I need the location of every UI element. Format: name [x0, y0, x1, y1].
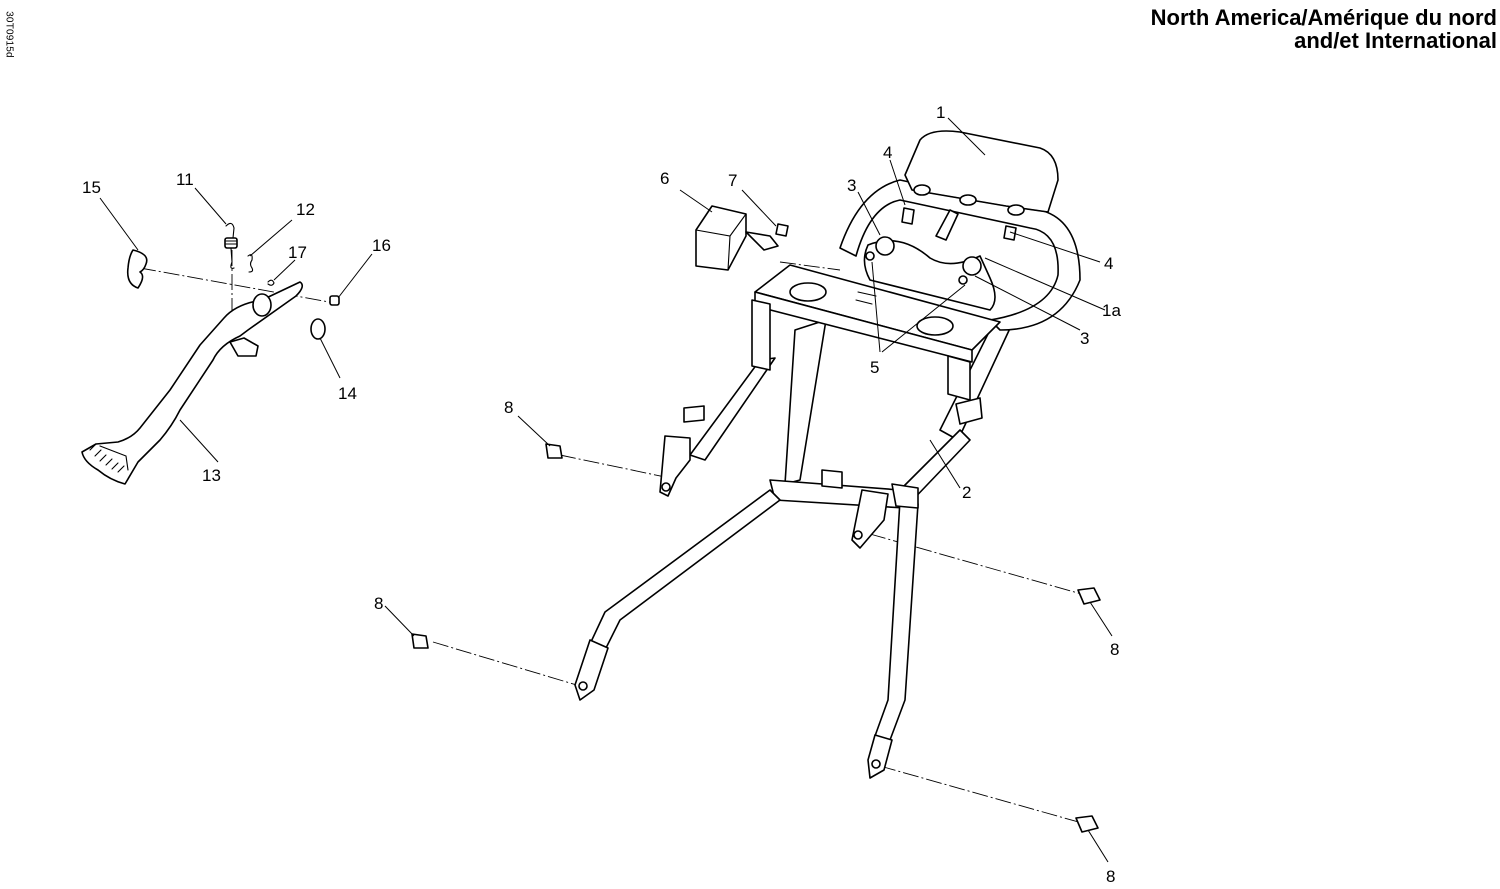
connector-axis [779, 261, 841, 271]
bolt-part-a [545, 443, 563, 459]
bolt-part-c [1077, 587, 1101, 605]
cluster-mount-stud-center [959, 194, 977, 206]
assembly-axis-line [139, 267, 336, 304]
bracket-grommet-right [962, 256, 982, 276]
small-spring-part [247, 254, 254, 273]
mounting-plate-left-leg [751, 299, 771, 371]
callout-11: 11 [176, 170, 194, 189]
callout-1: 1 [936, 103, 945, 122]
bolt-axis-b [432, 641, 581, 687]
cluster-connector-1a [935, 209, 959, 241]
cluster-mount-stud-left [913, 184, 931, 196]
left-mount-tab [659, 435, 691, 497]
region-title-line-1: North America/Amérique du nord [1150, 5, 1497, 30]
frame-tube-center-left [784, 319, 827, 485]
bolt-part-d [1075, 815, 1099, 833]
cotter-clip-part [267, 279, 275, 286]
cluster-lower-edge [911, 189, 1049, 213]
relay-edges [695, 213, 747, 271]
callout-1a: 1a [1102, 301, 1121, 320]
leader-lines [99, 117, 1113, 863]
cluster-screw-4-right [1003, 225, 1017, 241]
instrument-cluster-part [904, 130, 1059, 213]
right-bracket-block [891, 483, 919, 509]
callout-12: 12 [296, 200, 315, 219]
callout-14: 14 [338, 384, 357, 403]
spring-coils [225, 240, 238, 245]
bolt-part-b [411, 633, 429, 649]
rear-frame-assembly [411, 130, 1101, 833]
region-title: North America/Amérique du nord and/et In… [1151, 6, 1497, 52]
pedal-tread-pattern [89, 443, 125, 473]
bushing-part [329, 295, 340, 306]
callout-8-d: 8 [1106, 867, 1115, 886]
cluster-mount-stud-right [1007, 204, 1025, 216]
return-spring-part [224, 237, 238, 249]
callout-5: 5 [870, 358, 879, 377]
callout-15: 15 [82, 178, 101, 197]
bracket-screw-left [865, 251, 875, 261]
relay-module-part [695, 205, 747, 271]
callout-3-right: 3 [1080, 329, 1089, 348]
plate-hole-right [916, 316, 954, 336]
right-leg-hole [871, 759, 881, 769]
spring-tail [230, 247, 235, 269]
callout-3-left: 3 [847, 176, 856, 195]
callout-8-a: 8 [504, 398, 513, 417]
left-leg-eyelet [574, 639, 609, 701]
center-mount-hole [853, 530, 863, 540]
spring-hook [225, 222, 235, 239]
callout-17: 17 [288, 243, 307, 262]
left-leg-hole [578, 681, 588, 691]
right-leg-eyelet [867, 734, 893, 779]
callout-6: 6 [660, 169, 669, 188]
pedal-switch-bracket [229, 337, 259, 357]
callout-16: 16 [372, 236, 391, 255]
mounting-plate-right-leg [947, 355, 971, 401]
relay-screw-part [775, 223, 789, 237]
callout-13: 13 [202, 466, 221, 485]
side-bracket [955, 397, 983, 425]
cluster-screw-4 [901, 207, 915, 225]
brake-pedal-assembly [81, 222, 340, 485]
retaining-clip-part [126, 249, 148, 289]
frame-tube-upper-left [689, 357, 776, 461]
bolt-axis-a [559, 454, 671, 479]
callout-8-b: 8 [374, 594, 383, 613]
brake-pedal-arm-part [81, 281, 304, 485]
instrument-bracket-part [863, 239, 996, 311]
bracket-screw-right [958, 275, 968, 285]
pedal-tread-edge [99, 445, 129, 471]
callout-2: 2 [962, 483, 971, 502]
relay-bracket-tab [745, 231, 779, 251]
plate-hole-left [789, 282, 827, 302]
callout-4-top: 4 [883, 143, 892, 162]
pedal-pivot-boss [252, 293, 272, 317]
callout-8-c: 8 [1110, 640, 1119, 659]
washer-part [310, 318, 326, 340]
callout-4-right: 4 [1104, 254, 1113, 273]
left-mount-hole [661, 482, 671, 492]
bolt-axis-d [879, 765, 1083, 824]
frame-leg-left [589, 489, 781, 653]
frame-label-tag [683, 405, 705, 423]
frame-leg-right [874, 499, 919, 741]
plate-slots [855, 291, 877, 305]
region-title-line-2: and/et International [1294, 28, 1497, 53]
callout-7: 7 [728, 171, 737, 190]
callout-labels: 1 1a 2 3 3 4 4 5 6 7 8 8 8 8 11 12 13 14… [82, 103, 1121, 886]
cross-tube-bracket [821, 469, 843, 489]
bracket-grommet-left [875, 236, 895, 256]
